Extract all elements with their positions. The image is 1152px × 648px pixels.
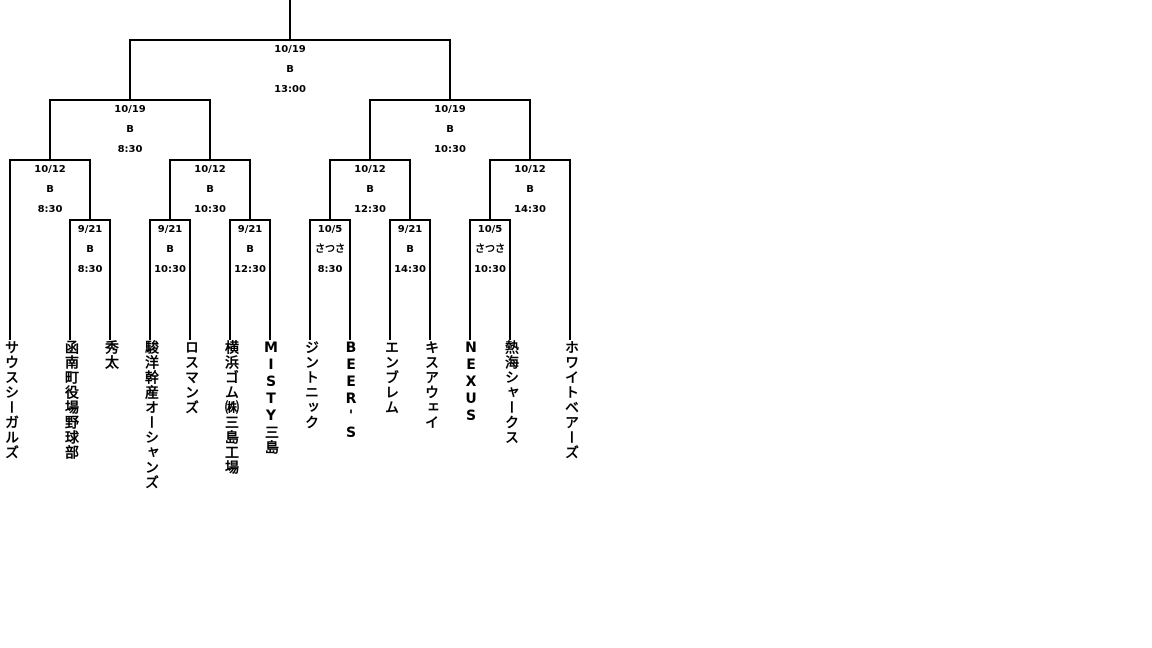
bracket-line-r1b bbox=[149, 219, 191, 340]
team-name: 熱海シャークス bbox=[503, 340, 519, 445]
match-sf1-venue: B bbox=[126, 124, 134, 135]
match-r1d-venue: さつさ bbox=[315, 244, 345, 255]
match-sf1-date: 10/19 bbox=[114, 104, 146, 115]
match-qf4: 10/12 B 14:30 bbox=[500, 164, 560, 216]
match-sf2: 10/19 B 10:30 bbox=[420, 104, 480, 156]
team-name: 横浜ゴム㈱三島工場 bbox=[223, 340, 239, 475]
match-final-venue: B bbox=[286, 64, 294, 75]
match-qf4-venue: B bbox=[526, 184, 534, 195]
team-name: 駿洋幹産オーシャンズ bbox=[143, 340, 159, 490]
match-sf1: 10/19 B 8:30 bbox=[100, 104, 160, 156]
team-name: ジントニック bbox=[303, 340, 319, 430]
match-r1b-venue: B bbox=[166, 244, 174, 255]
team-name: サウスシーガルズ bbox=[3, 340, 19, 460]
match-qf3-date: 10/12 bbox=[354, 164, 386, 175]
bracket-line-qf4 bbox=[489, 159, 571, 340]
match-r1a: 9/21 B 8:30 bbox=[60, 224, 120, 276]
match-qf4-date: 10/12 bbox=[514, 164, 546, 175]
match-qf1-venue: B bbox=[46, 184, 54, 195]
match-r1f-date: 10/5 bbox=[477, 224, 503, 235]
match-r1d: 10/5 さつさ 8:30 bbox=[300, 224, 360, 276]
match-r1b: 9/21 B 10:30 bbox=[140, 224, 200, 276]
bracket-line-sf1 bbox=[49, 99, 211, 160]
match-r1a-time: 8:30 bbox=[77, 264, 103, 275]
team-name: BEER'S bbox=[343, 340, 359, 442]
match-qf4-time: 14:30 bbox=[514, 204, 546, 215]
match-qf3-venue: B bbox=[366, 184, 374, 195]
team-name: ホワイトベアーズ bbox=[563, 340, 579, 460]
match-qf2-time: 10:30 bbox=[194, 204, 226, 215]
match-r1b-time: 10:30 bbox=[154, 264, 186, 275]
bracket-line-r1e bbox=[389, 219, 431, 340]
match-r1a-date: 9/21 bbox=[77, 224, 103, 235]
match-r1c-date: 9/21 bbox=[237, 224, 263, 235]
team-name: 秀太 bbox=[103, 340, 119, 370]
bracket-line-r1d bbox=[309, 219, 351, 340]
team-name: 函南町役場野球部 bbox=[63, 340, 79, 460]
match-qf2-venue: B bbox=[206, 184, 214, 195]
match-r1f-venue: さつさ bbox=[475, 244, 505, 255]
match-r1c-venue: B bbox=[246, 244, 254, 255]
bracket-line-r1a bbox=[69, 219, 111, 340]
bracket-line-final bbox=[129, 39, 451, 100]
match-qf3: 10/12 B 12:30 bbox=[340, 164, 400, 216]
match-sf2-date: 10/19 bbox=[434, 104, 466, 115]
match-qf1: 10/12 B 8:30 bbox=[20, 164, 80, 216]
match-r1e-date: 9/21 bbox=[397, 224, 423, 235]
match-qf1-date: 10/12 bbox=[34, 164, 66, 175]
match-qf3-time: 12:30 bbox=[354, 204, 386, 215]
match-r1f-time: 10:30 bbox=[474, 264, 506, 275]
team-name: MISTY三島 bbox=[263, 340, 279, 455]
match-r1b-date: 9/21 bbox=[157, 224, 183, 235]
team-name: キスアウェイ bbox=[423, 340, 439, 430]
match-final-date: 10/19 bbox=[274, 44, 306, 55]
team-name: ロスマンズ bbox=[183, 340, 199, 415]
match-final-time: 13:00 bbox=[274, 84, 306, 95]
bracket-line-qf1 bbox=[9, 159, 91, 340]
match-r1e-time: 14:30 bbox=[394, 264, 426, 275]
match-final: 10/19 B 13:00 bbox=[260, 44, 320, 96]
match-r1e: 9/21 B 14:30 bbox=[380, 224, 440, 276]
match-r1c-time: 12:30 bbox=[234, 264, 266, 275]
match-r1c: 9/21 B 12:30 bbox=[220, 224, 280, 276]
bracket-line-r1c bbox=[229, 219, 271, 340]
match-qf2-date: 10/12 bbox=[194, 164, 226, 175]
match-sf2-venue: B bbox=[446, 124, 454, 135]
match-r1a-venue: B bbox=[86, 244, 94, 255]
match-r1d-time: 8:30 bbox=[317, 264, 343, 275]
bracket-line-r1f bbox=[469, 219, 511, 340]
match-r1e-venue: B bbox=[406, 244, 414, 255]
match-sf2-time: 10:30 bbox=[434, 144, 466, 155]
match-qf1-time: 8:30 bbox=[37, 204, 63, 215]
bracket-line-qf3 bbox=[329, 159, 411, 220]
bracket-line-sf2 bbox=[369, 99, 531, 160]
team-name: エンブレム bbox=[383, 340, 399, 415]
bracket-line-qf2 bbox=[169, 159, 251, 220]
team-name: NEXUS bbox=[463, 340, 479, 425]
match-r1f: 10/5 さつさ 10:30 bbox=[460, 224, 520, 276]
match-qf2: 10/12 B 10:30 bbox=[180, 164, 240, 216]
match-r1d-date: 10/5 bbox=[317, 224, 343, 235]
match-sf1-time: 8:30 bbox=[117, 144, 143, 155]
